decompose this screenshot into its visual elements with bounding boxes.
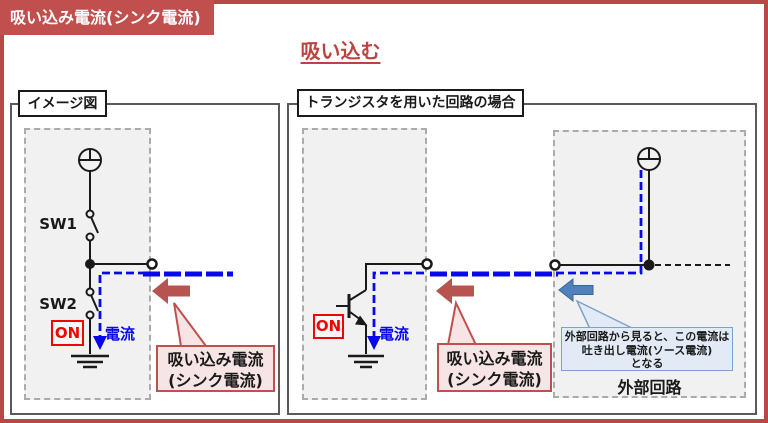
junction-dot [85,259,95,269]
external-current-path [557,170,643,275]
sink-arrow-icon-left [152,278,190,304]
source-arrow-icon [558,277,594,303]
note-line2: 吐き出し電流(ソース電流) [581,343,713,357]
sink-callout-left: 吸い込み電流 (シンク電流) [156,345,275,392]
page-title-badge: 吸い込み電流(シンク電流) [0,0,214,35]
emitter-arrow-icon [355,315,368,326]
external-circuit [549,147,730,271]
left-callout-tail [173,302,208,347]
note-line3: となる [630,357,664,370]
left-circuit [71,148,158,369]
sink-callout-right: 吸い込み電流 (シンク電流) [437,343,552,392]
current-label-right: 電流 [379,325,410,343]
left-panel [10,103,280,415]
callout-line2: (シンク電流) [168,371,263,390]
transistor-circuit [336,258,433,369]
power-source-icon [637,147,661,171]
current-arrowhead-icon [367,336,381,350]
left-current-path [93,271,233,350]
on-indicator-right: ON [313,314,344,339]
external-circuit-label: 外部回路 [617,378,682,397]
callout-line1: 吸い込み電流 [446,349,543,368]
right-panel-header: トランジスタを用いた回路の場合 [297,89,524,117]
source-current-note: 外部回路から見ると、この電流は 吐き出し電流(ソース電流) となる [561,327,733,371]
transistor-icon [336,289,368,326]
callout-line1: 吸い込み電流 [167,350,264,369]
callout-line2: (シンク電流) [447,370,542,389]
on-indicator-left: ON [51,320,84,346]
power-source-icon [78,148,102,172]
left-panel-header: イメージ図 [18,90,107,117]
ground-icon [71,354,109,369]
note-line1: 外部回路から見ると、この電流は [564,330,730,343]
sw2-label: SW2 [39,295,77,313]
ground-icon [348,354,384,369]
terminal-node [549,259,561,271]
note-tail [575,299,635,330]
right-callout-tail [446,299,478,346]
right-current-path [367,271,558,350]
sw1-label: SW1 [39,215,77,233]
switch-sw1-icon [85,209,99,242]
main-title: 吸い込む [300,39,381,63]
current-label-left: 電流 [105,325,136,343]
junction-dot [643,259,655,271]
switch-sw2-icon [85,287,99,320]
terminal-node [146,258,158,270]
sink-arrow-icon-right [436,278,474,304]
terminal-node [421,258,433,270]
current-arrowhead-icon [93,336,107,350]
